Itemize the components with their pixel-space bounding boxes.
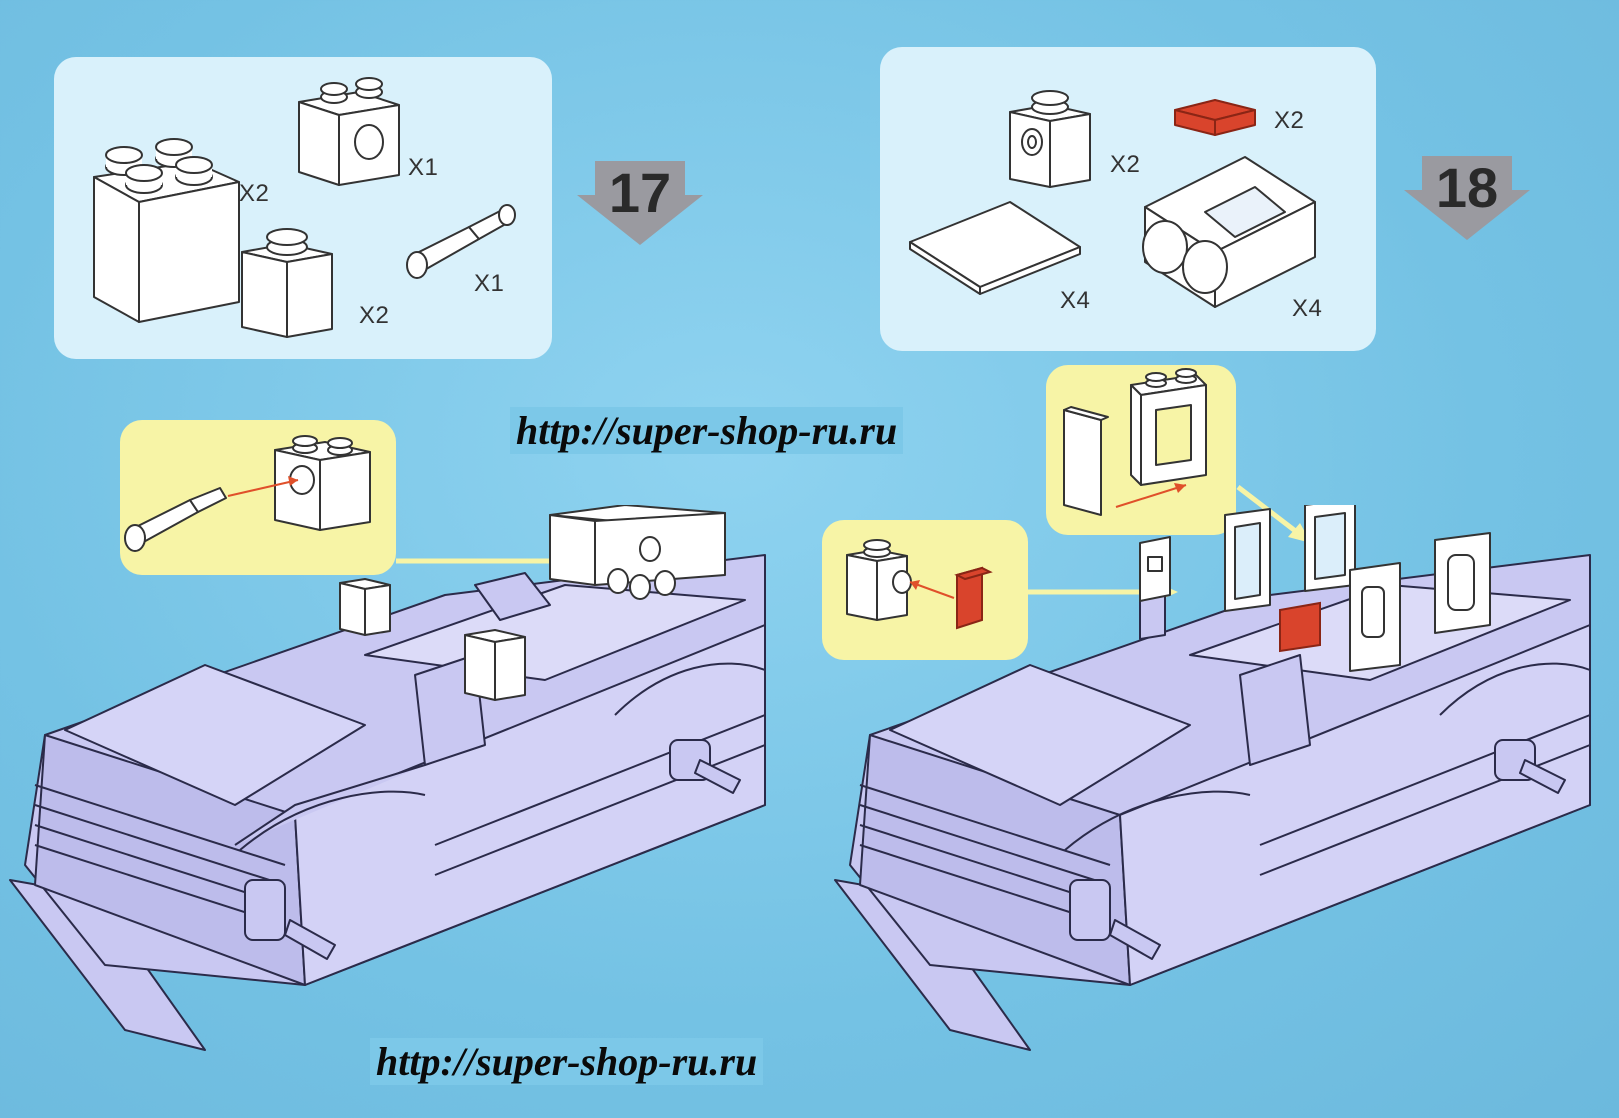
step17-number: 17: [608, 161, 672, 224]
step17-callout-art: [124, 435, 371, 552]
tile-1x1-red-icon: [1174, 99, 1256, 136]
brick-2x2-icon: [93, 138, 240, 323]
step18-callout-window: [1046, 365, 1236, 535]
step18-parts-art: [909, 90, 1316, 308]
watermark-top: http://super-shop-ru.ru: [510, 407, 904, 454]
step18-callout-headlight: [822, 520, 1028, 660]
step17-parts-art: [93, 77, 516, 338]
brick-1x1-headlight-icon: [1009, 90, 1091, 188]
step18-parts-panel: X2 X2 X4 X4: [880, 47, 1376, 351]
step18-part4-qty: X4: [1292, 295, 1323, 322]
step18-part1-qty: X2: [1110, 151, 1141, 178]
step17-callout: [120, 420, 396, 575]
plate-flat-icon: [909, 201, 1081, 295]
brick-1x1-icon: [241, 228, 333, 338]
step17-part3-qty: X2: [359, 302, 390, 329]
technic-brick-1x2-icon: [298, 77, 400, 186]
step18-callout-headlight-art: [846, 539, 993, 630]
watermark-bottom: http://super-shop-ru.ru: [370, 1038, 764, 1085]
step17-part1-qty: X2: [239, 180, 270, 207]
step18-arrow-icon: [1404, 156, 1530, 240]
step18-car-model: [834, 505, 1591, 1051]
step17-part2-qty: X1: [408, 154, 439, 181]
step17-part4-qty: X1: [474, 270, 505, 297]
technic-pin-icon: [406, 204, 516, 279]
step18-number: 18: [1435, 156, 1499, 219]
window-frame-icon: [1142, 156, 1316, 308]
step17-arrow-icon: [577, 161, 703, 245]
step17-car-model: [9, 505, 766, 1051]
step18-callout-window-art: [1063, 368, 1207, 516]
step17-parts-panel: X2 X1 X2 X1: [54, 57, 552, 359]
step18-part3-qty: X4: [1060, 287, 1091, 314]
step18-part2-qty: X2: [1274, 107, 1305, 134]
